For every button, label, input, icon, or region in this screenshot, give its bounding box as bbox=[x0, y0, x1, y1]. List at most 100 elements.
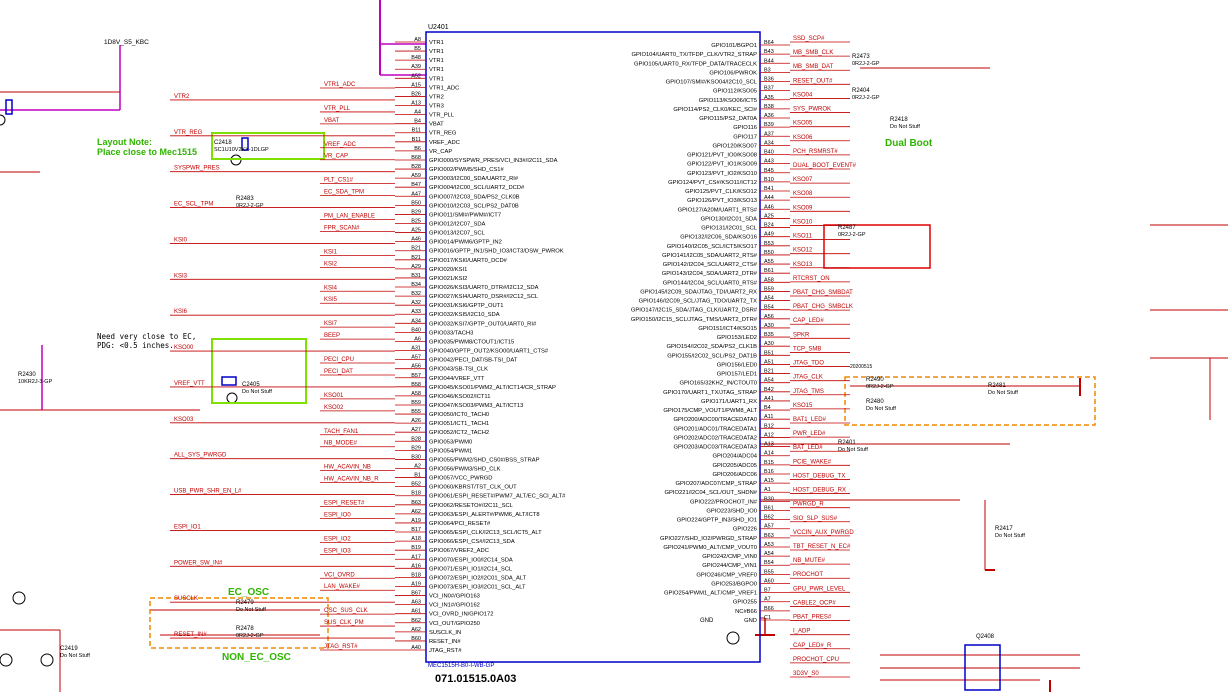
right-pin-signal: GPIO141/I2C05_SDA/UART2_RTS# bbox=[662, 253, 758, 259]
right-pin-number: B62 bbox=[764, 515, 774, 521]
left-pin-signal: GPIO073/ESPI_IO3/I2C01_SCL_ALT bbox=[429, 584, 526, 590]
left-pin-number: A32 bbox=[411, 300, 421, 306]
right-pin-number: B55 bbox=[764, 569, 774, 575]
left-pin-number: B29 bbox=[411, 209, 421, 215]
left-pin-number: A34 bbox=[411, 318, 421, 324]
right-pin-number: B61 bbox=[764, 268, 774, 274]
route-note-1: Need very close to EC, bbox=[97, 332, 196, 341]
right-pin-number: B44 bbox=[764, 58, 774, 64]
right-pin-number: B12 bbox=[764, 423, 774, 429]
right-pin-number: A56 bbox=[764, 314, 774, 320]
part-value: Do Not Stuff bbox=[988, 390, 1018, 396]
peci-cap-box bbox=[211, 338, 307, 404]
part-refdes: C2418 bbox=[214, 140, 232, 146]
right-pin-number: A55 bbox=[764, 259, 774, 265]
right-pin-signal: GPIO170/UART1_TX/JTAG_STRAP bbox=[663, 390, 757, 396]
right-pin-signal: GPIO165/32KHZ_IN/CTOUT0 bbox=[679, 381, 757, 387]
right-pin-number: B39 bbox=[764, 122, 774, 128]
right-pin-signal: GPIO112/KSO05 bbox=[713, 89, 757, 95]
left-pin-signal: GPIO060/KBRST/TST_CLK_OUT bbox=[429, 485, 517, 491]
right-net-label: KSO12 bbox=[793, 248, 813, 254]
left-pin-number: B21 bbox=[411, 246, 421, 252]
right-pin-signal: GPIO203/ADC03/TRACEDATA3 bbox=[673, 445, 757, 451]
right-pin-number: B64 bbox=[764, 40, 774, 46]
right-net-label: KSO10 bbox=[793, 219, 813, 225]
right-pin-signal: GPIO106/PWROK bbox=[709, 70, 757, 76]
right-pin-signal: GPIO254/PWM1_ALT/CMP_VREF1 bbox=[664, 591, 757, 597]
left-pin-number: B34 bbox=[411, 282, 421, 288]
right-pin-number: B61 bbox=[764, 505, 774, 511]
left-pin-number: B30 bbox=[411, 454, 421, 460]
left-net-list: VTR1_ADCVTR2VTR_PLLVBATVTR_REGVREF_ADCVR… bbox=[170, 82, 395, 651]
left-pin-number: B52 bbox=[411, 482, 421, 488]
right-pin-number: B36 bbox=[764, 77, 774, 83]
left-pin-signal: GPIO045/KSO01/PWM2_ALT/ICT14/CR_STRAP bbox=[429, 385, 556, 391]
left-pin-number: B11 bbox=[412, 137, 421, 143]
right-pin-number: A54 bbox=[764, 296, 774, 302]
right-pin-number: A12 bbox=[764, 432, 774, 438]
right-pin-number: B54 bbox=[764, 560, 774, 566]
layout-note-box bbox=[211, 132, 325, 160]
left-net-label: FPR_SCAN# bbox=[324, 225, 360, 231]
right-pin-signal: GPIO222/PROCHOT_IN# bbox=[690, 499, 758, 505]
right-net-label: SYS_PWROK bbox=[793, 107, 831, 113]
left-pin-number: B28 bbox=[411, 436, 421, 442]
left-net-label: SYSPWR_PRES bbox=[174, 166, 220, 172]
part-refdes: R2479 bbox=[236, 600, 254, 606]
left-pin-number: A6 bbox=[414, 336, 421, 342]
right-pin-number: A11 bbox=[764, 414, 773, 420]
left-pin-number: B11 bbox=[412, 128, 421, 134]
chip-footer: MEC1515H-B0-I-WB-GP bbox=[428, 663, 494, 669]
right-pin-signal: GPIO144/I2C04_SCL/UART0_RTS# bbox=[663, 280, 758, 286]
left-pin-signal: GPIO067/VREF2_ADC bbox=[429, 548, 489, 554]
left-net-label: KSO01 bbox=[324, 393, 344, 399]
part-value: Do Not Stuff bbox=[838, 447, 868, 453]
right-pin-signal: GPIO130/I2C01_SDA bbox=[701, 216, 758, 222]
left-pin-signal: GPIO071/ESPI_IO1/I2C14_SCL bbox=[429, 566, 513, 572]
left-pin-signal: GPIO056/PWM3/SHD_CLK bbox=[429, 467, 501, 473]
left-pin-number: B28 bbox=[411, 164, 421, 170]
left-net-label: EC_SDA_TPM bbox=[324, 190, 364, 196]
left-net-label: SUSCLK bbox=[174, 596, 198, 602]
right-pin-signal: GPIO107/SMI#/KSO04/I2C10_SCL bbox=[666, 80, 758, 86]
left-net-label: KSO02 bbox=[324, 405, 344, 411]
left-pin-number: A33 bbox=[411, 309, 421, 315]
right-pin-signal: GPIO221/I2C04_SCL/OUT_SHDN# bbox=[665, 490, 758, 496]
left-pin-number: B60 bbox=[411, 636, 421, 642]
right-pin-signal: GPIO145/I2C09_SDA/JTAG_TDI/UART2_RX bbox=[640, 289, 757, 295]
right-pin-signal: GPIO242/CMP_VIN0 bbox=[702, 554, 757, 560]
left-net-label: NB_MODE# bbox=[324, 441, 358, 447]
left-pin-signal: GPIO064/PCI_RESET# bbox=[429, 521, 491, 527]
right-pin-number: C1 bbox=[764, 615, 771, 621]
left-pin-number: B4 bbox=[414, 119, 421, 125]
left-pin-signal: GPIO057/VCC_PWRGD bbox=[429, 476, 492, 482]
right-pin-signal: GPIO132/I2C06_SDA/KSO16 bbox=[680, 235, 757, 241]
left-pin-number: B17 bbox=[411, 527, 421, 533]
non-ec-osc-label: NON_EC_OSC bbox=[222, 652, 291, 663]
right-pin-number: B40 bbox=[764, 150, 774, 156]
right-pin-number: B37 bbox=[764, 86, 774, 92]
power-net-label: 1D8V_S5_KBC bbox=[104, 39, 149, 46]
right-pin-signal: GPIO147/I2C15_SDA/JTAG_CLK/UART2_DSR# bbox=[631, 308, 758, 314]
left-pin-number: A56 bbox=[411, 364, 421, 370]
left-net-label: ESPI_RESET# bbox=[324, 501, 365, 507]
right-pin-signal: GPIO202/ADC02/TRACEDATA2 bbox=[673, 435, 757, 441]
right-net-label: JTAG_CLK bbox=[793, 375, 823, 381]
left-pin-number: B47 bbox=[411, 182, 421, 188]
right-pin-number: A43 bbox=[764, 159, 774, 165]
left-pin-signal: GPIO026/KSI3/UART0_DTR#/I2C12_SDA bbox=[429, 285, 539, 291]
right-pin-number: A53 bbox=[764, 542, 774, 548]
left-net-label: SUS_CLK_PM bbox=[324, 620, 364, 626]
right-net-label: BAT1_LED# bbox=[793, 417, 827, 423]
part-refdes: R2487 bbox=[838, 225, 856, 231]
right-pin-number: A34 bbox=[764, 140, 774, 146]
left-pin-signal: VTR1 bbox=[429, 67, 444, 73]
left-pin-signal: GPIO062/RESETO#/I2C11_SCL bbox=[429, 503, 514, 509]
right-pin-number: A13 bbox=[764, 442, 774, 448]
part-value: 10KR2J-3-GP bbox=[18, 379, 53, 385]
part-refdes: R2417 bbox=[995, 526, 1013, 532]
left-net-label: KSI7 bbox=[324, 321, 338, 327]
left-net-label: PM_LAN_ENABLE bbox=[324, 214, 375, 220]
left-pin-number: B18 bbox=[411, 572, 421, 578]
